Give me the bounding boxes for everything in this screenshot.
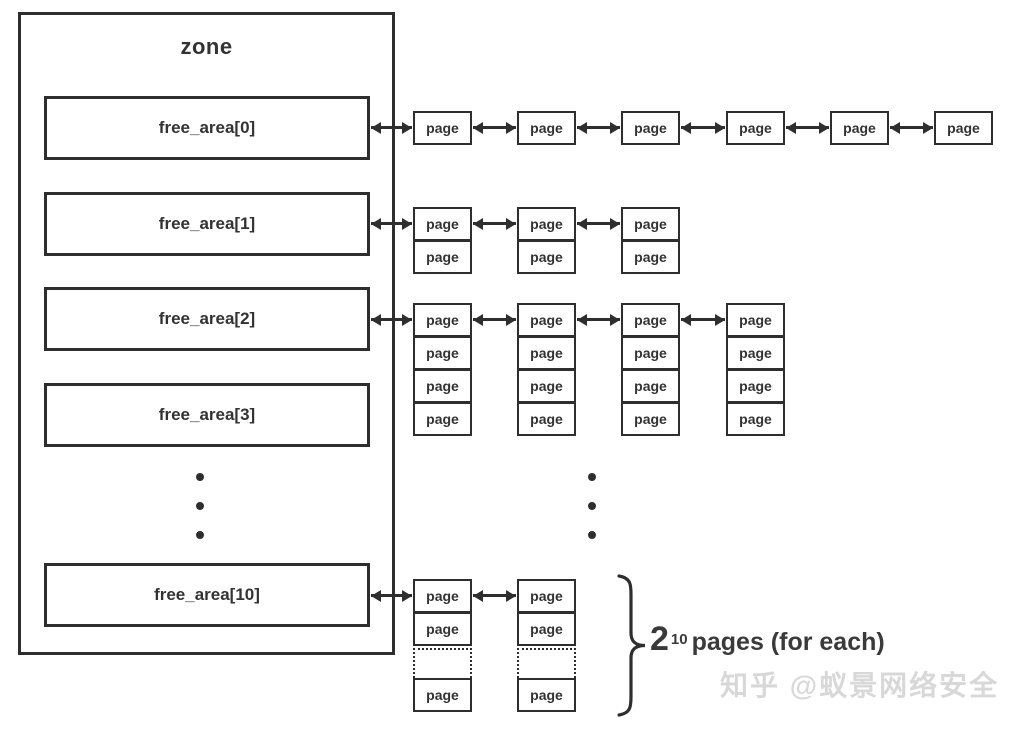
free-area-10-label: free_area[10] [154, 585, 260, 604]
page-box: page [413, 369, 472, 403]
page-box: page [621, 402, 680, 436]
page-box: page [517, 240, 576, 274]
double-arrow [473, 589, 516, 602]
page-box: page [934, 111, 993, 145]
page-box: page [726, 402, 785, 436]
zone-title: zone [180, 34, 233, 59]
page-box: page [413, 579, 472, 613]
page-box: page [621, 207, 680, 241]
page-box: page [830, 111, 889, 145]
page-box: page [621, 240, 680, 274]
page-box: page [726, 369, 785, 403]
brace-icon [617, 574, 646, 717]
page-box: page [413, 207, 472, 241]
zone-box [18, 12, 395, 655]
page-box: page [413, 240, 472, 274]
page-box: page [621, 369, 680, 403]
double-arrow [786, 121, 829, 134]
page-box: page [517, 336, 576, 370]
annotation-base: 2 [650, 620, 669, 658]
page-box: page [413, 612, 472, 646]
omitted-pages-gap [517, 648, 576, 678]
omitted-pages-gap [413, 648, 472, 678]
watermark: 知乎 @蚁景网络安全 [720, 670, 1000, 701]
free-area-2-box: free_area[2] [44, 287, 370, 351]
page-box: page [726, 111, 785, 145]
free-area-0-box: free_area[0] [44, 96, 370, 160]
double-arrow [473, 121, 516, 134]
page-box: page [517, 678, 576, 712]
page-box: page [621, 111, 680, 145]
ellipsis-dot [196, 531, 204, 539]
page-box: page [517, 111, 576, 145]
ellipsis-dot [196, 473, 204, 481]
double-arrow [577, 217, 620, 230]
annotation-text: pages (for each) [691, 628, 885, 656]
page-box: page [413, 303, 472, 337]
double-arrow [371, 313, 412, 326]
double-arrow [371, 121, 412, 134]
page-box: page [413, 678, 472, 712]
double-arrow [577, 313, 620, 326]
page-box: page [517, 369, 576, 403]
page-box: page [413, 111, 472, 145]
page-box: page [413, 402, 472, 436]
page-box: page [621, 336, 680, 370]
free-area-3-box: free_area[3] [44, 383, 370, 447]
page-box: page [517, 207, 576, 241]
ellipsis-dot [588, 531, 596, 539]
page-box: page [621, 303, 680, 337]
ellipsis-dot [588, 502, 596, 510]
double-arrow [371, 217, 412, 230]
page-box: page [517, 612, 576, 646]
free-area-1-label: free_area[1] [158, 214, 256, 233]
page-box: page [726, 336, 785, 370]
page-box: page [726, 303, 785, 337]
double-arrow [577, 121, 620, 134]
free-area-1-box: free_area[1] [44, 192, 370, 256]
ellipsis-dot [588, 473, 596, 481]
free-area-10-box: free_area[10] [44, 563, 370, 627]
page-box: page [517, 303, 576, 337]
free-area-3-label: free_area[3] [158, 405, 256, 424]
ellipsis-dot [196, 502, 204, 510]
double-arrow [473, 217, 516, 230]
page-box: page [413, 336, 472, 370]
free-area-0-label: free_area[0] [158, 118, 256, 137]
double-arrow [681, 313, 725, 326]
double-arrow [890, 121, 933, 134]
free-area-2-label: free_area[2] [158, 309, 256, 328]
double-arrow [473, 313, 516, 326]
double-arrow [371, 589, 412, 602]
page-box: page [517, 579, 576, 613]
annotation-exponent: 10 [670, 630, 688, 648]
page-box: page [517, 402, 576, 436]
double-arrow [681, 121, 725, 134]
